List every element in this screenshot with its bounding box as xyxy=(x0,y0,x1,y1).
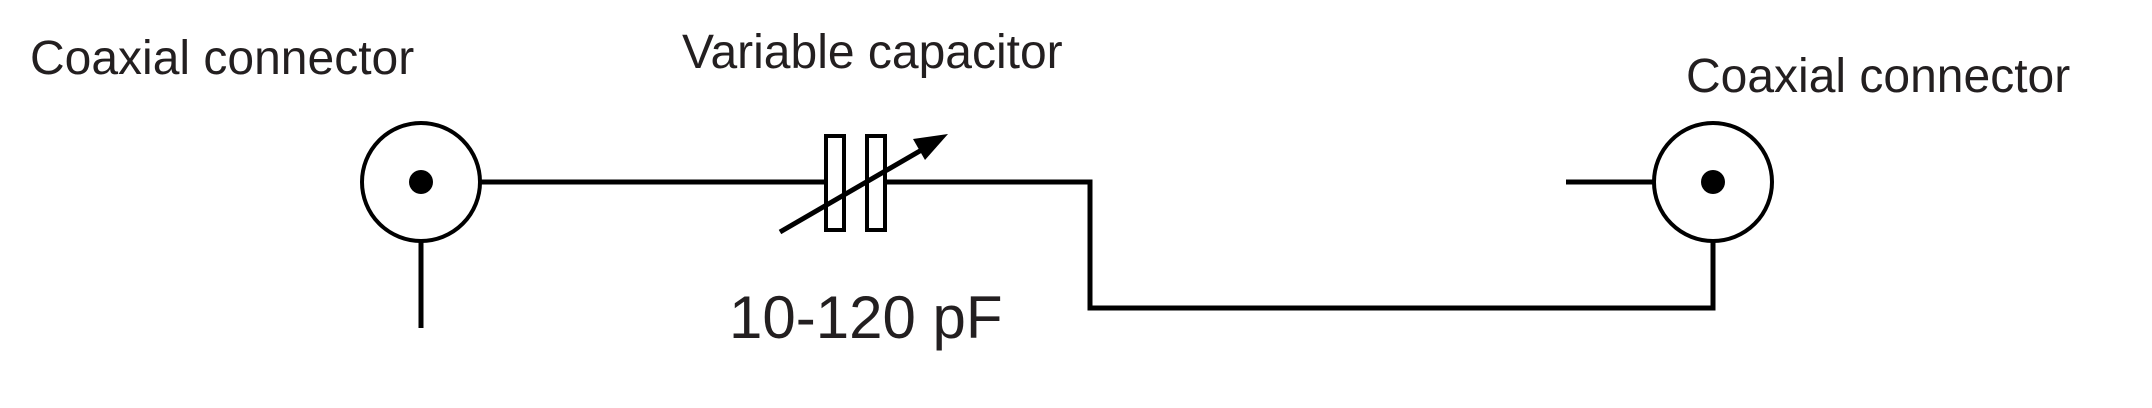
right-coaxial-connector-icon xyxy=(1652,121,1774,243)
right-connector-label: Coaxial connector xyxy=(1686,50,2070,103)
variable-capacitor-icon xyxy=(778,134,948,235)
capacitance-range-label: 10-120 pF xyxy=(729,284,1003,351)
variable-arrow-shaft xyxy=(778,145,927,235)
capacitor-plate-right xyxy=(865,134,887,232)
capacitor-label: Variable capacitor xyxy=(682,26,1063,79)
variable-arrow-head xyxy=(913,134,948,160)
left-coaxial-connector-icon xyxy=(360,121,482,243)
wire-capacitor-to-right-connector xyxy=(886,179,1716,311)
left-connector-label: Coaxial connector xyxy=(30,32,414,85)
capacitor-plate-left xyxy=(824,134,846,232)
